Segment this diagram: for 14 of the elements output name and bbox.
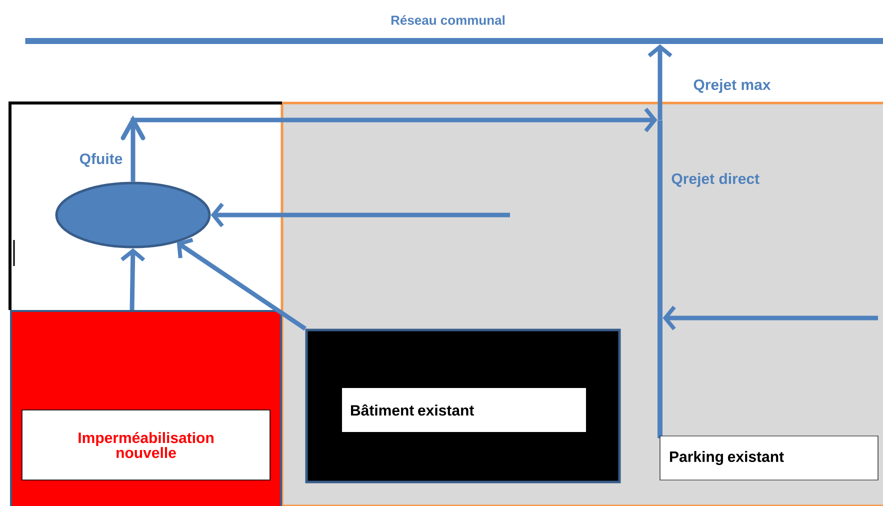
arrow [662,306,878,330]
arrow [176,238,306,331]
arrow [120,248,146,310]
parking-box: Parking existant [660,436,878,480]
edge-label: Qrejet max [694,79,771,93]
retention-ellipse [55,182,211,248]
building-block: Bâtiment existant [305,328,621,484]
edge-label: Qfuite [80,153,122,167]
arrow [120,108,658,182]
arrow [648,44,672,120]
arrow [210,202,510,228]
pipe-label: Réseau communal [391,15,504,25]
flow-label: Qrejet direct [672,173,760,187]
surface-block: Imperméabilisation nouvelle [10,310,282,506]
